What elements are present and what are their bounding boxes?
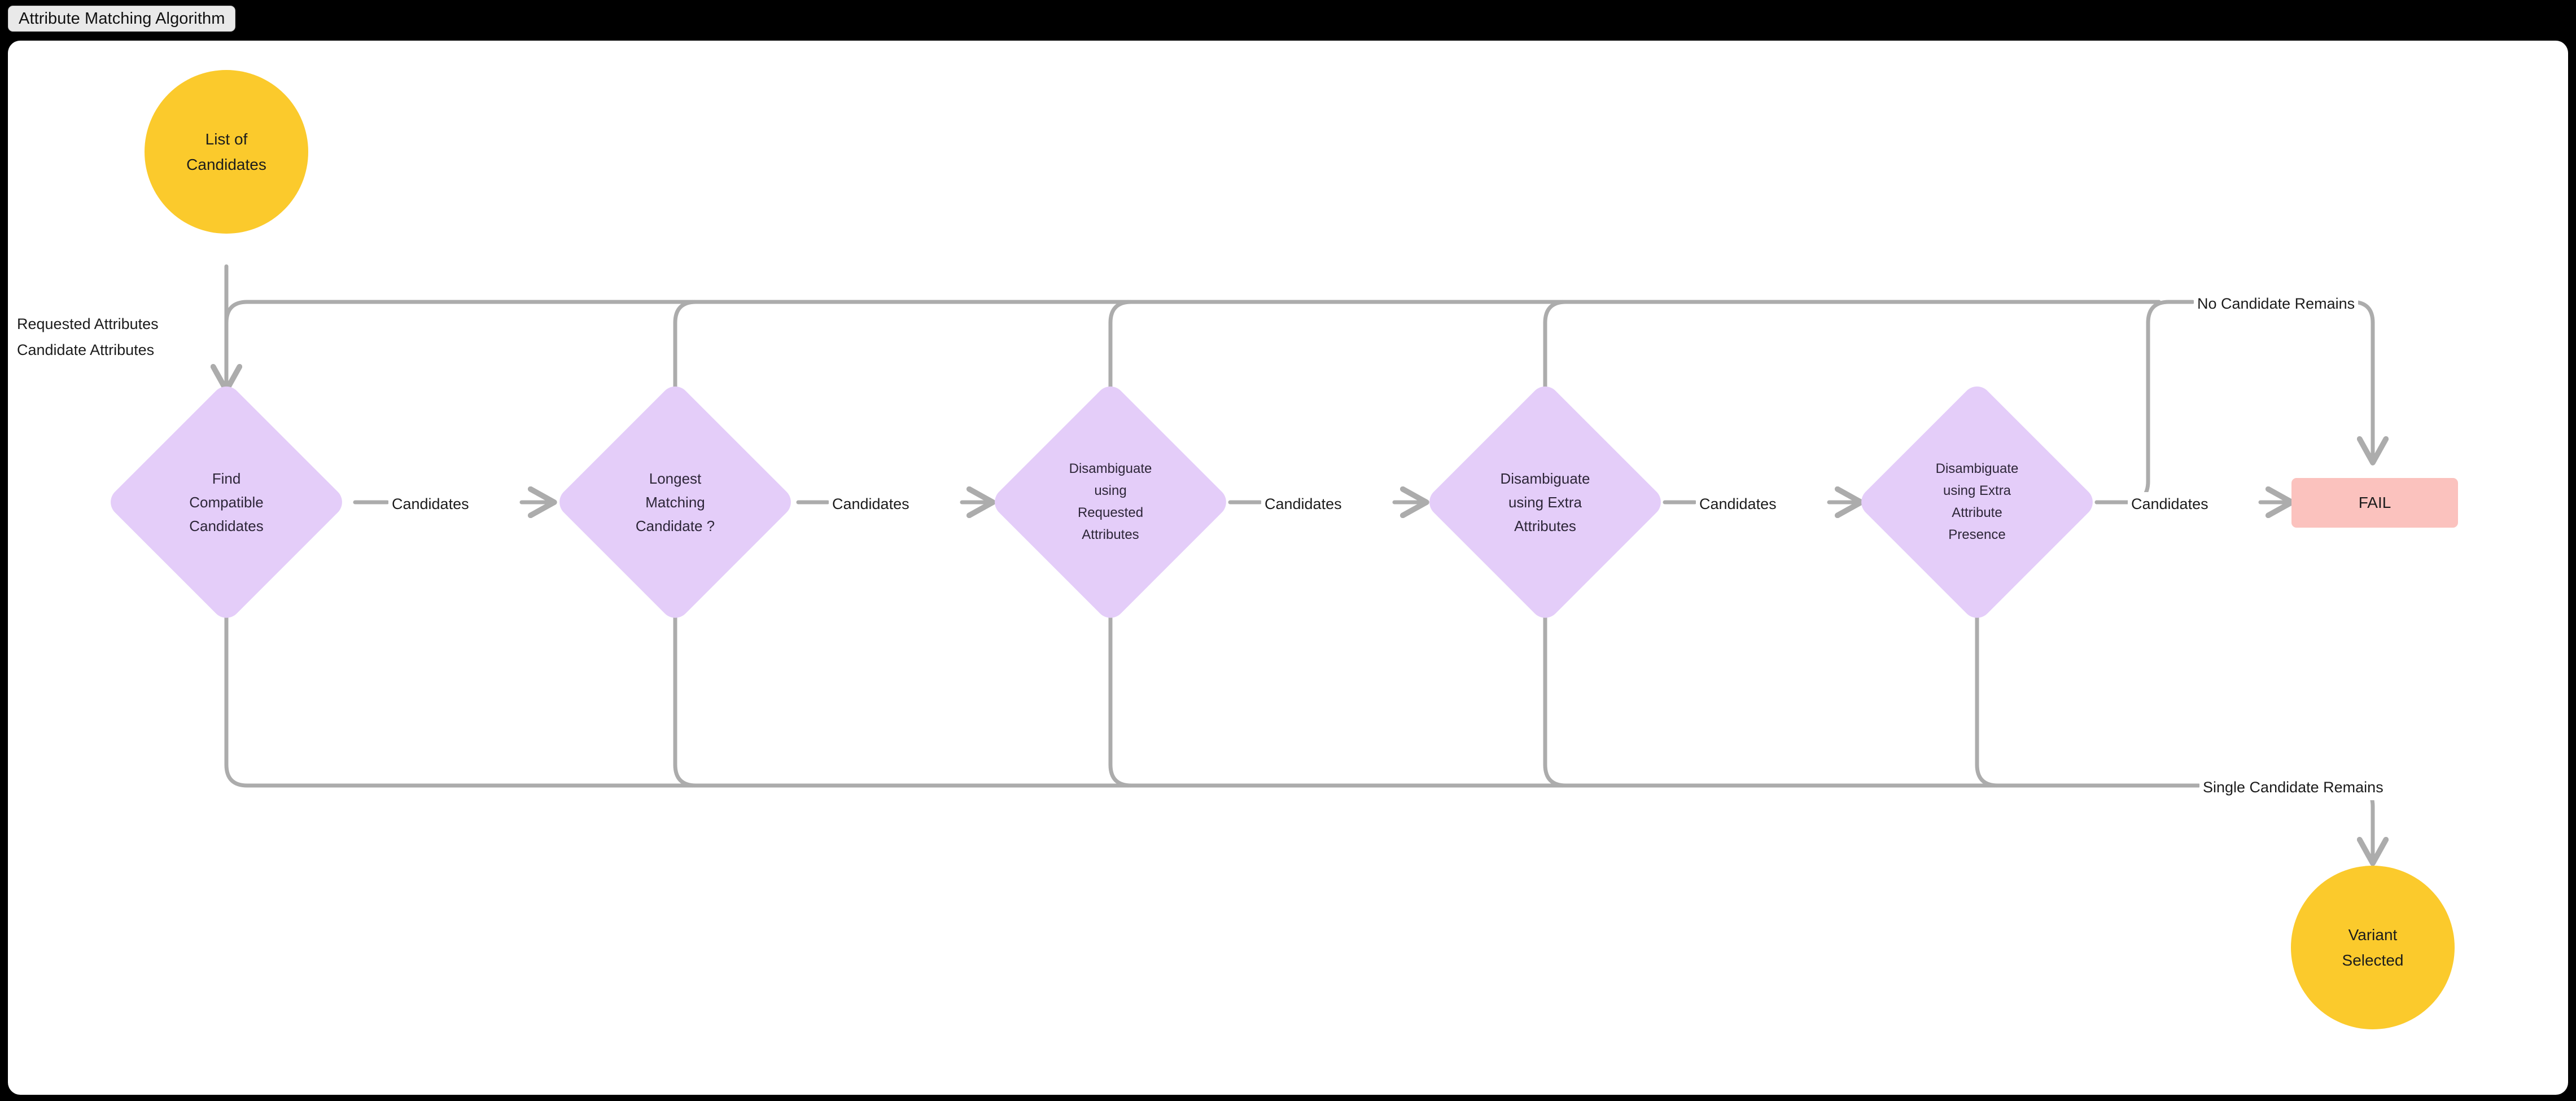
node-disambiguate-requested-attributes-label: Disambiguate using Requested Attributes	[1069, 461, 1152, 542]
edge-label-candidates-5: Candidates	[2128, 492, 2212, 517]
edge-d3-single	[1108, 613, 2201, 788]
edge-d5-single	[1975, 613, 2201, 788]
edge-label-inputs: Requested Attributes Candidate Attribute…	[17, 315, 159, 359]
node-disambiguate-extra-attribute-presence-label: Disambiguate using Extra Attribute Prese…	[1935, 461, 2019, 542]
edge-d3-no-candidate	[1108, 300, 2161, 391]
edge-label-candidates-3: Candidates	[1261, 492, 1345, 517]
node-disambiguate-extra-attributes-label: Disambiguate using Extra Attributes	[1500, 470, 1590, 535]
node-disambiguate-requested-attributes[interactable]: Disambiguate using Requested Attributes	[989, 380, 1232, 624]
window-title-tab[interactable]: Attribute Matching Algorithm	[8, 6, 236, 32]
edge-layer	[8, 264, 2568, 1095]
node-variant-selected[interactable]: Variant Selected	[2291, 866, 2455, 1029]
edge-rail-to-fail	[2350, 300, 2373, 461]
node-list-of-candidates[interactable]: List of Candidates	[145, 70, 308, 234]
edge-d2-single	[673, 613, 2201, 788]
edge-label-single-candidate-remains: Single Candidate Remains	[2199, 775, 2387, 800]
diagram-canvas: List of Candidates Find Compatible Candi…	[8, 41, 2568, 1095]
node-variant-selected-label: Variant Selected	[2342, 925, 2404, 969]
node-disambiguate-extra-attribute-presence[interactable]: Disambiguate using Extra Attribute Prese…	[1855, 380, 2099, 624]
node-find-compatible-candidates-label: Find Compatible Candidates	[189, 470, 264, 535]
edge-d4-single	[1543, 613, 2201, 788]
node-list-of-candidates-label: List of Candidates	[186, 130, 266, 173]
edge-d1-no-candidate	[224, 300, 2161, 391]
node-disambiguate-extra-attributes[interactable]: Disambiguate using Extra Attributes	[1423, 380, 1667, 624]
node-fail[interactable]: FAIL	[2291, 478, 2458, 528]
edge-d1-single	[224, 613, 2201, 788]
node-find-compatible-candidates[interactable]: Find Compatible Candidates	[104, 380, 348, 624]
edge-d2-no-candidate	[673, 300, 2161, 391]
edge-label-no-candidate-remains: No Candidate Remains	[2194, 292, 2359, 317]
edge-label-candidates-4: Candidates	[1696, 492, 1780, 517]
node-longest-matching-candidate[interactable]: Longest Matching Candidate ?	[553, 380, 797, 624]
node-fail-label: FAIL	[2358, 494, 2391, 511]
edge-label-candidates-1: Candidates	[388, 492, 473, 517]
node-longest-matching-candidate-label: Longest Matching Candidate ?	[635, 470, 715, 535]
edge-label-candidates-2: Candidates	[829, 492, 913, 517]
edge-d5-no-candidate	[2094, 300, 2195, 505]
edge-d4-no-candidate	[1543, 300, 2161, 391]
